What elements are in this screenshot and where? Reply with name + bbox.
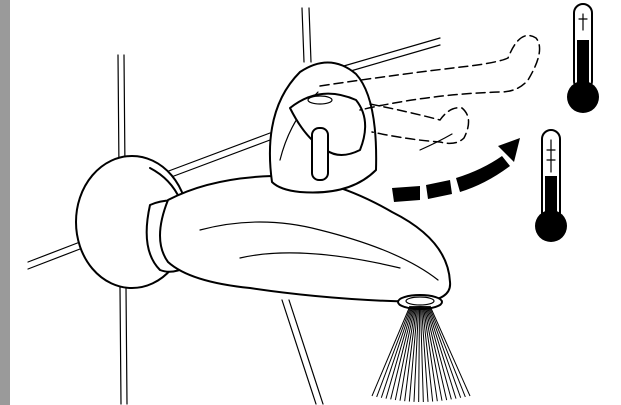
thermometer-hot-icon <box>567 4 599 113</box>
page-edge-bar <box>0 0 10 405</box>
rotation-arrow-icon <box>392 134 520 202</box>
water-spray <box>372 306 470 402</box>
spray-streak <box>419 306 420 402</box>
spray-streak <box>427 306 456 399</box>
spray-streak <box>395 306 414 400</box>
thermometer-cold-icon <box>535 130 567 242</box>
